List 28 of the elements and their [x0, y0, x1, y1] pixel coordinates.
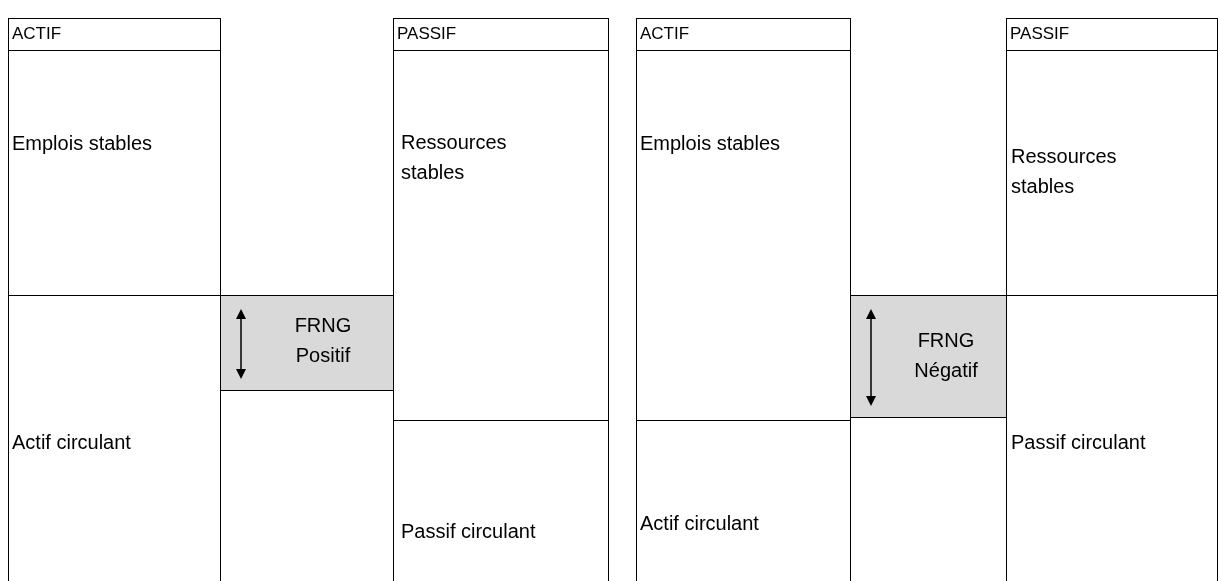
header-cell — [393, 18, 609, 51]
block-label: Emplois stables — [12, 131, 153, 156]
block-label: Passif circulant — [1011, 430, 1146, 455]
balance-block — [393, 420, 609, 581]
block-label: FRNG Négatif — [913, 328, 979, 383]
block-label: Emplois stables — [640, 131, 781, 156]
working-capital-box — [850, 295, 1007, 418]
column-heading: ACTIF — [12, 23, 62, 45]
block-label: Ressources stables — [1011, 144, 1118, 199]
working-capital-box — [220, 295, 394, 391]
column-heading: PASSIF — [1010, 23, 1070, 45]
balance-block — [8, 295, 221, 581]
block-label: Actif circulant — [12, 430, 131, 455]
block-label: FRNG Positif — [293, 313, 353, 368]
column-heading: PASSIF — [397, 23, 457, 45]
balance-block — [1006, 295, 1218, 581]
block-label: Passif circulant — [401, 519, 536, 544]
header-cell — [1006, 18, 1218, 51]
balance-block — [636, 420, 851, 581]
header-cell — [8, 18, 221, 51]
block-label: Ressources stables — [401, 130, 508, 185]
balance-block — [8, 50, 221, 296]
column-heading: ACTIF — [640, 23, 690, 45]
balance-block — [1006, 50, 1218, 296]
balance-block — [393, 50, 609, 421]
block-label: Actif circulant — [640, 511, 759, 536]
header-cell — [636, 18, 851, 51]
balance-block — [636, 50, 851, 421]
